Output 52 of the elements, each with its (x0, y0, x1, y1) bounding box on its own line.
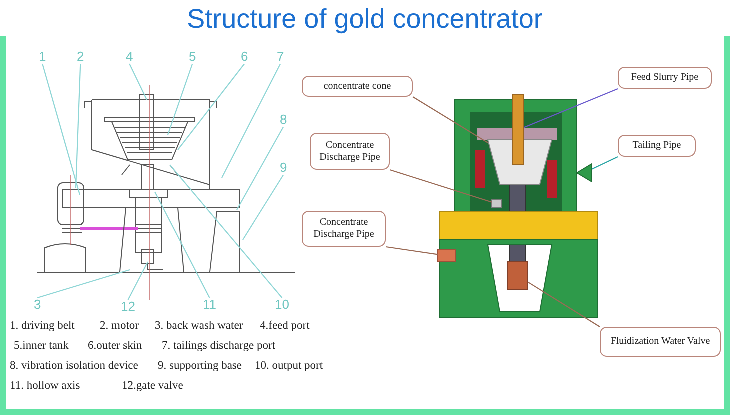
leader-line (154, 192, 210, 298)
part-list-item: 1. driving belt (10, 320, 75, 332)
callout-number: 5 (188, 50, 198, 64)
part-list-item: 10. output port (255, 360, 324, 372)
part-list-item: 11. hollow axis (10, 380, 80, 392)
discharge-pipe (438, 250, 456, 262)
leader-line (592, 156, 618, 170)
callout-box: concentrate cone (302, 76, 413, 97)
callout-number: 9 (279, 161, 288, 175)
callout-number: 10 (274, 298, 290, 312)
callout-number: 7 (276, 50, 286, 64)
discharge-pipe (492, 200, 502, 208)
water-valve (508, 262, 528, 290)
part-list-item: 7. tailings discharge port (162, 340, 276, 352)
leader-line (75, 64, 82, 188)
part-list-item: 4.feed port (260, 320, 310, 332)
leader-line (242, 174, 284, 240)
callout-number: 11 (202, 298, 218, 312)
leader-line (528, 282, 600, 328)
part-list-item: 9. supporting base (158, 360, 242, 372)
callout-number: 2 (76, 50, 86, 64)
callout-box: Fluidization Water Valve (600, 327, 721, 357)
part-list-item: 8. vibration isolation device (10, 360, 138, 372)
leader-line (128, 262, 148, 300)
part-list-item: 6.outer skin (88, 340, 142, 352)
part-list-item: 2. motor (100, 320, 139, 332)
leader-line (37, 269, 130, 299)
leader-line (129, 64, 148, 100)
callout-box: Feed Slurry Pipe (618, 67, 712, 89)
leader-line (524, 88, 618, 128)
callout-number: 1 (38, 50, 48, 64)
leader-line (170, 164, 283, 298)
leader-line (167, 64, 194, 136)
callout-number: 8 (279, 113, 288, 127)
feed-pipe (512, 94, 524, 166)
part-list-item: 3. back wash water (155, 320, 244, 332)
part-list-item: 5.inner tank (14, 340, 69, 352)
leader-line (222, 64, 282, 178)
callout-number: 6 (240, 50, 250, 64)
leader-line (42, 64, 81, 196)
callout-box: Tailing Pipe (618, 135, 696, 157)
leader-line (236, 126, 284, 210)
callout-box: Concentrate Discharge Pipe (302, 211, 386, 247)
part-list-item: 12.gate valve (122, 380, 184, 392)
leader-line (386, 246, 438, 256)
diagram-title: Structure of gold concentrator (186, 3, 544, 36)
leader-line (390, 169, 492, 203)
callout-box: Concentrate Discharge Pipe (310, 133, 390, 170)
callout-number: 3 (33, 298, 42, 312)
leader-line (178, 64, 246, 150)
callout-number: 12 (120, 300, 136, 314)
callout-number: 4 (125, 50, 134, 64)
